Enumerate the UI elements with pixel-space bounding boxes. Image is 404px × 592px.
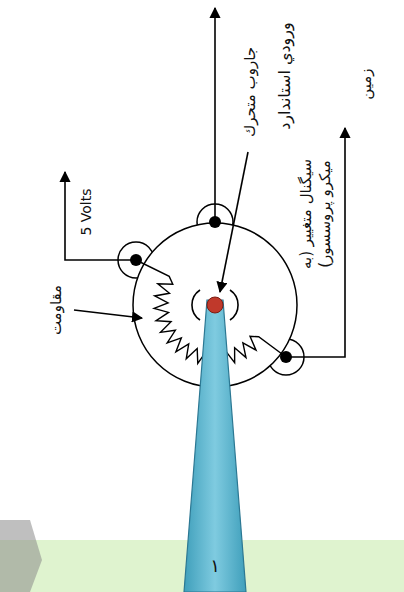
wiper-arc [230, 290, 238, 320]
wiper-bar [184, 300, 246, 592]
wires [65, 8, 345, 357]
supply-wire [65, 172, 136, 260]
voltage-label: 5 Volts [78, 172, 96, 252]
signal-wire [214, 8, 216, 222]
watermark-logo [0, 520, 42, 592]
wiper-arc [192, 290, 200, 320]
resistor-leader [74, 310, 142, 318]
input-label: ورودي استاندارد [275, 1, 295, 151]
wiper-label: جاروب متحرك [241, 32, 260, 152]
resistor-label: مقاومت [47, 270, 66, 350]
wiper-pivot [207, 297, 223, 313]
ground-wire [286, 128, 345, 357]
ground-label: زمين [357, 54, 376, 114]
signal-label: سيگنال متغيير (به ميكرو پروسسور) [297, 139, 335, 289]
callout-number: ۱ [200, 555, 230, 578]
wiper-leader [220, 152, 248, 292]
